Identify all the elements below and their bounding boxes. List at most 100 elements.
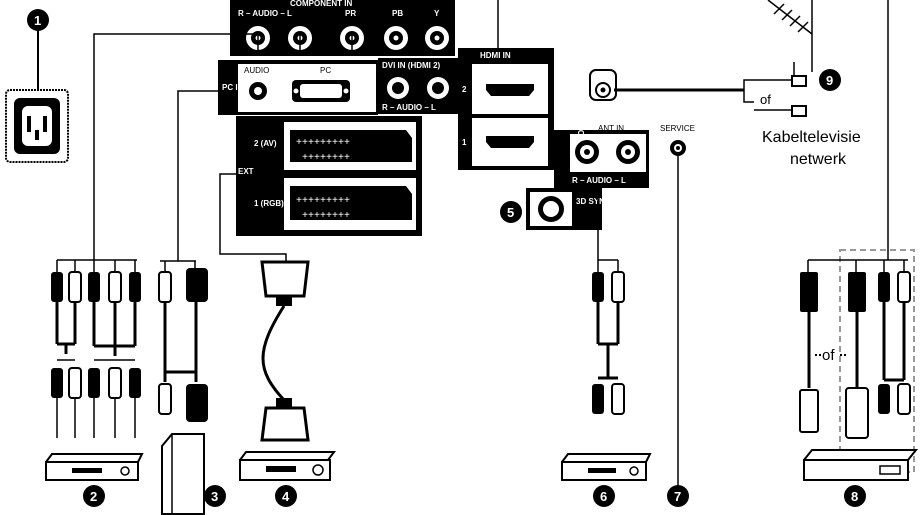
svg-text:8: 8 (851, 489, 858, 504)
hdmi-1-label: 1 (462, 138, 467, 147)
pc-audio-jack[interactable] (249, 82, 267, 100)
vcr-icon (239, 451, 336, 481)
bluray-player-icon (803, 449, 919, 481)
audio-out-plugs-bottom (592, 383, 625, 415)
ext-label: EXT (238, 167, 254, 176)
dvd-player-icon (561, 453, 652, 481)
audio-out-panel: AUDIO OUT ANT IN R – AUDIO – L (554, 119, 649, 188)
svg-text:9: 9 (826, 73, 833, 88)
pc-in-label: PC IN (222, 83, 244, 92)
ant-in-label: ANT IN (598, 124, 624, 133)
component-audio-label: R – AUDIO – L (238, 9, 292, 18)
component-fanout-top (56, 259, 137, 272)
scart-cable-top (219, 173, 287, 262)
callout-3: 3 (204, 485, 226, 507)
antenna-wall-socket (589, 69, 617, 101)
svg-text:1: 1 (34, 13, 41, 28)
component-cable-body (55, 302, 137, 356)
pc-plugs-bottom (158, 383, 208, 422)
dvi-audio-panel: DVI IN (HDMI 2) R – AUDIO – L (378, 58, 458, 114)
scart-plug-bottom (260, 398, 310, 442)
audio-out-jack-l[interactable] (616, 140, 640, 164)
component-in-panel: COMPONENT IN R – AUDIO – L PR PB Y (230, 0, 455, 56)
callout-1: 1 (27, 9, 49, 31)
sync-out-panel: 3D SYNC OUT (526, 188, 630, 230)
callout-9: 9 (819, 69, 841, 91)
audio-out-jack-r[interactable] (575, 140, 599, 164)
ext-panel: EXT 2 (AV) 1 (RGB) +++++++++ ++++++++ ++… (236, 116, 422, 236)
callout-2: 2 (83, 485, 105, 507)
dvi-plug-bottom (845, 387, 869, 439)
computer-tower-icon (161, 433, 205, 515)
antenna-plug-b (791, 105, 807, 117)
ext-1-label: 1 (RGB) (254, 199, 284, 208)
hdmi-1-port[interactable] (472, 118, 548, 166)
device8-fanout (807, 259, 908, 272)
antenna-icon (767, 0, 813, 72)
audio-out-cable-body (596, 302, 620, 380)
dvi-audio-label: R – AUDIO – L (382, 103, 436, 112)
audio-out-cable-top (597, 188, 619, 272)
svg-text:4: 4 (282, 489, 290, 504)
hdmi-plug-top (800, 272, 866, 312)
component-in-label: COMPONENT IN (290, 0, 352, 8)
pc-audio-cable (177, 90, 238, 261)
callout-5: 5 (500, 201, 522, 223)
power-socket-icon (5, 89, 69, 163)
component-jack-y[interactable] (425, 26, 449, 50)
scart-1-port[interactable]: +++++++++ ++++++++ (284, 178, 416, 230)
svg-text:+++++++++: +++++++++ (296, 138, 350, 149)
pc-cable-body (163, 302, 198, 382)
or-label-top: of (760, 92, 771, 107)
component-audio-cable (93, 33, 259, 260)
scart-cable-body (261, 305, 286, 402)
vga-port[interactable] (292, 80, 350, 102)
pb-label: PB (392, 9, 403, 18)
y-label: Y (434, 9, 440, 18)
svg-text:5: 5 (507, 205, 514, 220)
callout-4: 4 (275, 485, 297, 507)
dvd-recorder-icon (45, 453, 144, 481)
pc-plugs-top (158, 268, 208, 303)
hdmi-panel: HDMI IN 2 1 (458, 48, 554, 170)
component-jack-pb[interactable] (384, 26, 408, 50)
audio-out-plugs-top (592, 271, 625, 303)
cable-network-label-2: netwerk (790, 151, 847, 168)
ext-2-label: 2 (AV) (254, 139, 277, 148)
callout-7: 7 (667, 485, 689, 507)
device8-cables (807, 302, 906, 388)
dvi-audio-jack-r[interactable] (387, 77, 409, 99)
cable-network-label-1: Kabeltelevisie (762, 129, 861, 146)
scart-2-port[interactable]: +++++++++ ++++++++ (284, 122, 416, 170)
hdmi-in-label: HDMI IN (480, 51, 511, 60)
audio-out-rl-label: R – AUDIO – L (572, 176, 626, 185)
dvi-audio-jack-l[interactable] (427, 77, 449, 99)
dvi-in-label: DVI IN (HDMI 2) (382, 61, 441, 70)
service-label: SERVICE (660, 124, 695, 133)
antenna-plug-a (791, 75, 807, 87)
pr-label: PR (345, 9, 356, 18)
svg-text:++++++++: ++++++++ (302, 211, 350, 222)
hdmi-plug-bottom (799, 389, 819, 433)
svg-text:3: 3 (211, 489, 218, 504)
svg-text:7: 7 (674, 489, 681, 504)
hdmi-2-label: 2 (462, 85, 467, 94)
svg-text:++++++++: ++++++++ (302, 153, 350, 164)
sync-out-label: 3D SYNC OUT (576, 197, 630, 206)
or-label-bottom: of (822, 347, 835, 364)
callout-6: 6 (593, 485, 615, 507)
service-port[interactable] (670, 140, 686, 156)
svg-text:6: 6 (600, 489, 607, 504)
scart-plug-top (260, 260, 310, 306)
callout-8: 8 (844, 485, 866, 507)
rca-plugs-top-2 (51, 271, 141, 303)
svg-text:2: 2 (90, 489, 97, 504)
svg-text:+++++++++: +++++++++ (296, 196, 350, 207)
device8-rca-bottom (878, 383, 911, 415)
component-plug-tips (56, 398, 136, 438)
device8-rca-top (878, 271, 911, 303)
pc-label: PC (320, 66, 331, 75)
audio-label: AUDIO (244, 66, 269, 75)
hdmi-2-port[interactable] (472, 64, 548, 114)
